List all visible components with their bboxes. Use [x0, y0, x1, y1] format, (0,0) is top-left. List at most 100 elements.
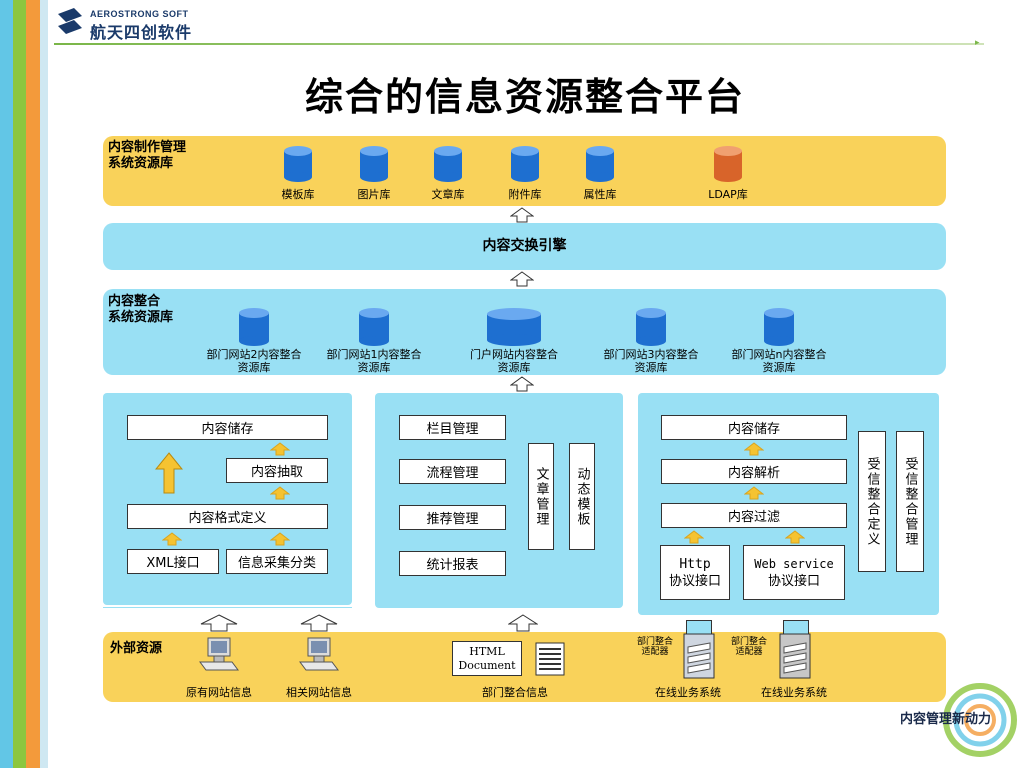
online-system1-label: 在线业务系统 — [655, 686, 721, 699]
content-integration-label-line1: 内容整合 — [108, 294, 161, 309]
html-document-line2: Document — [458, 658, 516, 672]
server-stack-icon — [779, 633, 811, 679]
computer-icon — [299, 637, 339, 671]
adapter2-label-line1: 部门整合 — [730, 637, 767, 647]
db-label-image: 图片库 — [357, 188, 391, 201]
http-interface-box: Http 协议接口 — [660, 545, 730, 600]
db-label-deptn: 部门网站n内容整合 资源库 — [719, 348, 839, 374]
content-parse-box: 内容解析 — [661, 459, 847, 484]
external-resources-label: 外部资源 — [110, 641, 163, 656]
flow-management-box: 流程管理 — [399, 459, 506, 484]
webservice-interface-line2: 协议接口 — [767, 573, 820, 589]
trusted-integration-define-box: 受信整合定义 — [858, 431, 886, 572]
database-icon — [239, 308, 269, 346]
original-site-info-label: 原有网站信息 — [186, 686, 252, 699]
database-orange-icon — [714, 146, 742, 182]
statistics-report-box: 统计报表 — [399, 551, 506, 576]
content-exchange-engine-band — [103, 223, 946, 270]
right-content-storage-box: 内容储存 — [661, 415, 847, 440]
logo-chinese: 航天四创软件 — [90, 23, 193, 42]
left-content-storage-box: 内容储存 — [127, 415, 328, 440]
yellow-up-arrow-icon — [270, 442, 290, 456]
db-label-dept3-line2: 资源库 — [634, 361, 668, 374]
related-site-info-label: 相关网站信息 — [286, 686, 352, 699]
database-icon — [360, 146, 388, 182]
yellow-up-arrow-icon — [270, 532, 290, 546]
logo-english: AEROSTRONG SOFT — [90, 9, 189, 19]
left-stripe-light — [40, 0, 48, 768]
db-label-template: 模板库 — [281, 188, 315, 201]
yellow-up-arrow-icon — [162, 532, 182, 546]
footer-tagline: 内容管理新动力 — [900, 712, 992, 727]
up-arrow-icon — [508, 614, 538, 632]
database-icon — [586, 146, 614, 182]
db-label-dept3: 部门网站3内容整合 资源库 — [591, 348, 711, 374]
db-label-portal-line1: 门户网站内容整合 — [470, 348, 558, 361]
content-filter-box: 内容过滤 — [661, 503, 847, 528]
html-document-line1: HTML — [469, 644, 505, 658]
content-integration-label-line2: 系统资源库 — [108, 310, 174, 325]
db-label-dept2-line1: 部门网站2内容整合 — [206, 348, 302, 361]
yellow-up-arrow-icon — [744, 442, 764, 456]
up-arrow-icon — [510, 376, 534, 392]
yellow-up-arrow-icon — [785, 530, 805, 544]
column-management-box: 栏目管理 — [399, 415, 506, 440]
database-icon — [511, 146, 539, 182]
up-arrow-icon — [200, 614, 238, 632]
left-stripe-green — [13, 0, 26, 768]
adapter1-label-line2: 适配器 — [641, 647, 669, 657]
adapter2-label: 部门整合 适配器 — [722, 637, 776, 657]
http-interface-line1: Http — [679, 556, 711, 572]
dynamic-template-box: 动态模板 — [569, 443, 595, 550]
content-production-label: 内容制作管理 系统资源库 — [108, 140, 186, 172]
db-label-dept1: 部门网站1内容整合 资源库 — [314, 348, 434, 374]
webservice-interface-box: Web service 协议接口 — [743, 545, 845, 600]
db-label-property: 属性库 — [583, 188, 617, 201]
db-label-ldap: LDAP库 — [708, 188, 748, 201]
database-icon — [636, 308, 666, 346]
content-exchange-engine-label: 内容交换引擎 — [482, 238, 567, 254]
db-label-article: 文章库 — [431, 188, 465, 201]
adapter2-label-line2: 适配器 — [735, 647, 763, 657]
document-icon — [535, 642, 565, 676]
yellow-up-arrow-icon — [744, 486, 764, 500]
big-yellow-up-arrow-icon — [155, 452, 183, 494]
up-arrow-icon — [300, 614, 338, 632]
left-content-extract-box: 内容抽取 — [226, 458, 328, 483]
db-label-dept2-line2: 资源库 — [237, 361, 271, 374]
yellow-up-arrow-icon — [684, 530, 704, 544]
recommend-management-box: 推荐管理 — [399, 505, 506, 530]
content-production-label-line1: 内容制作管理 — [108, 140, 187, 155]
db-label-dept1-line2: 资源库 — [357, 361, 391, 374]
db-label-deptn-line2: 资源库 — [762, 361, 796, 374]
header-bullet-icon: ▸ — [975, 38, 980, 48]
db-label-portal: 门户网站内容整合 资源库 — [454, 348, 574, 374]
adapter1-label-line1: 部门整合 — [636, 637, 673, 647]
database-icon — [434, 146, 462, 182]
db-label-dept1-line1: 部门网站1内容整合 — [326, 348, 422, 361]
trusted-integration-manage-box: 受信整合管理 — [896, 431, 924, 572]
db-label-deptn-line1: 部门网站n内容整合 — [731, 348, 827, 361]
database-wide-icon — [487, 308, 541, 346]
webservice-interface-line1: Web service — [754, 556, 834, 571]
left-stripe-orange — [26, 0, 40, 768]
left-format-definition-box: 内容格式定义 — [127, 504, 328, 529]
up-arrow-icon — [510, 271, 534, 287]
computer-icon — [199, 637, 239, 671]
database-icon — [764, 308, 794, 346]
left-xml-interface-box: XML接口 — [127, 549, 219, 574]
logo-mark-icon — [58, 8, 82, 34]
header-rule — [54, 43, 984, 45]
left-stripe-cyan — [0, 0, 13, 768]
left-panel-divider — [103, 607, 352, 608]
database-icon — [359, 308, 389, 346]
page-title: 综合的信息资源整合平台 — [304, 74, 745, 119]
server-stack-icon — [683, 633, 715, 679]
online-system2-label: 在线业务系统 — [761, 686, 827, 699]
article-management-box: 文章管理 — [528, 443, 554, 550]
left-collect-classify-box: 信息采集分类 — [226, 549, 328, 574]
db-label-portal-line2: 资源库 — [497, 361, 531, 374]
up-arrow-icon — [510, 207, 534, 223]
dept-integration-info-label: 部门整合信息 — [482, 686, 548, 699]
content-production-label-line2: 系统资源库 — [108, 156, 174, 171]
